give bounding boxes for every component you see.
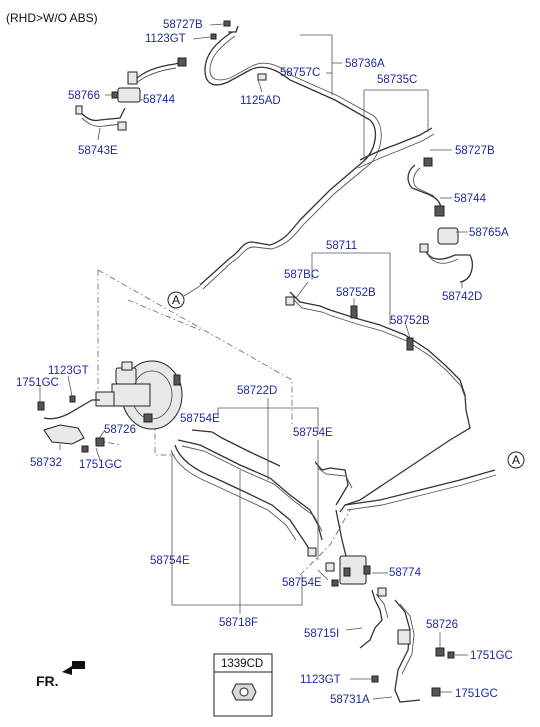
leader-lines bbox=[39, 23, 468, 700]
label-58754E-b: 58754E bbox=[293, 427, 333, 439]
pipe-to-A-right bbox=[344, 469, 497, 511]
pipe-58715I bbox=[359, 587, 389, 649]
label-1751GC-bot-b: 1751GC bbox=[455, 688, 498, 700]
label-58766: 58766 bbox=[68, 90, 100, 102]
label-58742D: 58742D bbox=[442, 291, 482, 303]
front-direction-marker: FR. bbox=[36, 661, 85, 689]
label-58752B-b: 58752B bbox=[390, 315, 430, 327]
fitting-58727B-top bbox=[210, 20, 231, 40]
pipe-58743E bbox=[75, 105, 127, 131]
label-58743E: 58743E bbox=[78, 145, 118, 157]
label-58754E-a: 58754E bbox=[180, 413, 220, 425]
label-58754E-d: 58754E bbox=[282, 577, 322, 589]
inset-1339CD: 1339CD bbox=[213, 653, 273, 717]
front-arrow-icon bbox=[62, 661, 85, 675]
clip-58752B-a bbox=[350, 305, 358, 319]
label-58726-mid: 58726 bbox=[104, 424, 136, 436]
svg-text:A: A bbox=[172, 293, 180, 307]
label-58731A: 58731A bbox=[330, 694, 370, 706]
pipe-near-58774 bbox=[314, 461, 353, 506]
clip-58752B-b bbox=[406, 337, 414, 351]
clip-58757C bbox=[257, 73, 267, 81]
connector-A-left: A bbox=[167, 285, 201, 309]
proportioning-valve-58774 bbox=[331, 509, 371, 587]
connector-A-right: A bbox=[507, 451, 525, 469]
variant-header: (RHD>W/O ABS) bbox=[6, 11, 98, 25]
pipe-58754E-lower bbox=[170, 444, 335, 572]
label-58774: 58774 bbox=[389, 567, 422, 579]
pipe-58735C bbox=[357, 127, 435, 169]
label-58744-right: 58744 bbox=[454, 193, 487, 205]
label-1123GT-bot: 1123GT bbox=[300, 674, 341, 686]
label-58744-left: 58744 bbox=[143, 94, 176, 106]
label-58727B-top: 58727B bbox=[163, 19, 203, 31]
label-58726-bot: 58726 bbox=[426, 619, 458, 631]
label-58711: 58711 bbox=[326, 240, 357, 252]
pipe-58736A bbox=[199, 25, 382, 290]
pipe-58754E-upper bbox=[177, 429, 323, 541]
flex-hose-58731A bbox=[371, 599, 455, 703]
part-labels: 58727B 1123GT 58736A 58757C 58766 58744 … bbox=[16, 19, 513, 706]
label-58727B-right: 58727B bbox=[455, 145, 495, 157]
brake-booster-master-cylinder bbox=[95, 360, 183, 430]
inset-part-number: 1339CD bbox=[221, 658, 263, 670]
label-1123GT-top: 1123GT bbox=[145, 33, 186, 45]
label-587BC: 587BC bbox=[284, 269, 319, 281]
label-58735C: 58735C bbox=[377, 74, 417, 86]
label-1125AD: 1125AD bbox=[240, 95, 281, 107]
clip-icon bbox=[231, 683, 257, 701]
front-label: FR. bbox=[36, 673, 59, 689]
bracket-58765A bbox=[437, 227, 459, 245]
bracket-58732 bbox=[37, 395, 105, 453]
label-58754E-c: 58754E bbox=[150, 555, 190, 567]
label-58752B-a: 58752B bbox=[336, 287, 376, 299]
label-58718F: 58718F bbox=[219, 617, 258, 629]
reference-outlines bbox=[94, 269, 351, 576]
label-58715I: 58715I bbox=[304, 628, 339, 640]
pipe-58742D bbox=[419, 243, 473, 283]
pipe-58711 bbox=[285, 291, 471, 513]
label-58732: 58732 bbox=[30, 457, 62, 469]
flex-hose-58744-right bbox=[407, 157, 445, 217]
label-1751GC-bot-a: 1751GC bbox=[470, 650, 513, 662]
label-58722D: 58722D bbox=[237, 385, 277, 397]
flex-hose-58744-left bbox=[127, 57, 187, 85]
bracket-58766 bbox=[111, 87, 141, 103]
svg-text:A: A bbox=[512, 453, 520, 467]
label-1751GC-low: 1751GC bbox=[79, 459, 122, 471]
label-58757C: 58757C bbox=[280, 67, 320, 79]
label-1123GT-mid: 1123GT bbox=[48, 365, 89, 377]
label-58736A: 58736A bbox=[345, 58, 385, 70]
label-58765A: 58765A bbox=[469, 227, 509, 239]
label-1751GC-mid: 1751GC bbox=[16, 377, 59, 389]
